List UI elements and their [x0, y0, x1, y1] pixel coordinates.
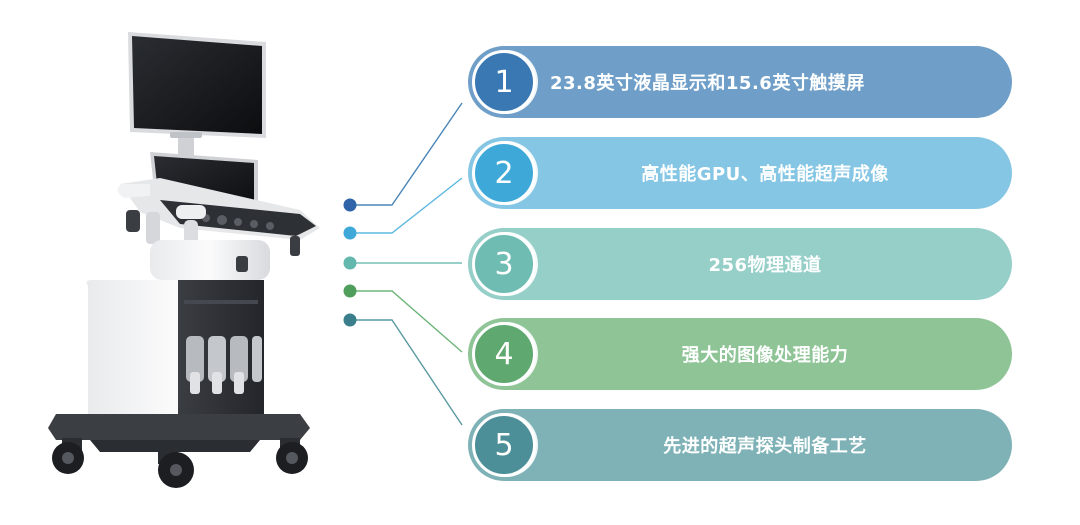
number-badge-2: 2	[472, 141, 536, 205]
connector-5	[343, 313, 463, 426]
ultrasound-machine-icon	[48, 32, 320, 488]
feature-label-1: 23.8英寸液晶显示和15.6英寸触摸屏	[550, 73, 865, 94]
number-badge-4: 4	[472, 322, 536, 386]
connector-2	[343, 177, 463, 240]
feature-bar-4: 4 强大的图像处理能力	[468, 318, 1012, 390]
feature-label-5: 先进的超声探头制备工艺	[663, 436, 867, 457]
feature-bar-2: 2 高性能GPU、高性能超声成像	[468, 137, 1012, 209]
connector-4	[343, 284, 463, 353]
feature-bar-5: 5 先进的超声探头制备工艺	[468, 409, 1012, 481]
feature-label-3: 256物理通道	[708, 255, 822, 276]
number-badge-5: 5	[472, 413, 536, 477]
feature-label-4: 强大的图像处理能力	[681, 345, 849, 366]
connector-3	[343, 256, 462, 270]
feature-label-2: 高性能GPU、高性能超声成像	[641, 164, 889, 185]
feature-bar-3: 3 256物理通道	[468, 228, 1012, 300]
number-badge-1: 1	[472, 50, 536, 114]
number-badge-3: 3	[472, 232, 536, 296]
connector-1	[343, 102, 463, 212]
feature-bar-1: 1 23.8英寸液晶显示和15.6英寸触摸屏	[468, 46, 1012, 118]
